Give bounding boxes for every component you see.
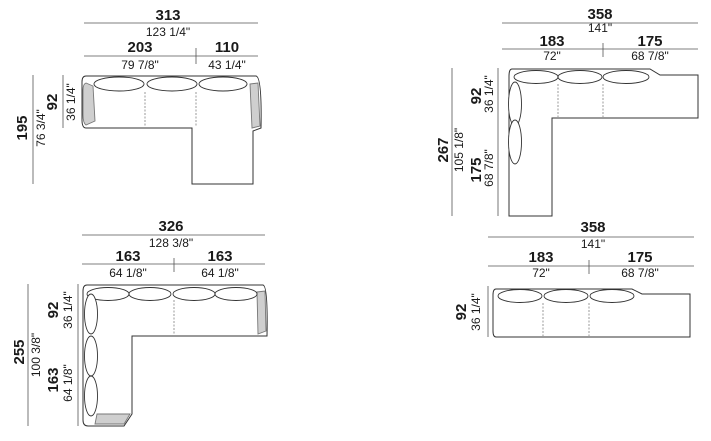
d-back-cushion-1 <box>497 289 543 303</box>
b-side-cushion-1 <box>508 81 522 127</box>
a-sofa-outline <box>81 75 262 185</box>
a-back-cushion-1 <box>93 76 145 92</box>
b-back-cushion-2 <box>557 70 603 84</box>
a-height-in: 76 3/4" <box>34 109 48 147</box>
c-height-in: 100 3/8" <box>29 333 43 377</box>
c-depth-in: 36 1/4" <box>61 291 75 329</box>
a-total-in: 123 1/4" <box>146 25 190 39</box>
a-back-cushion-3 <box>198 76 248 92</box>
b-back-cushion-3 <box>602 70 650 84</box>
b-height-cm: 267 <box>435 137 452 162</box>
c-back-cushion-3 <box>172 287 216 301</box>
b-right-in: 68 7/8" <box>631 49 669 63</box>
d-right-cm: 175 <box>627 249 652 266</box>
a-right-armrest <box>249 82 261 129</box>
c-right-cm: 163 <box>207 248 232 265</box>
d-depth-in: 36 1/4" <box>469 293 483 331</box>
d-left-cm: 183 <box>528 249 553 266</box>
b-total-cm: 358 <box>587 6 612 23</box>
b-sofa-outline <box>508 68 699 217</box>
b-left-in: 72" <box>543 49 561 63</box>
b-back-cushion-1 <box>513 70 559 84</box>
c-side-cushion-1 <box>84 293 98 335</box>
a-total-cm: 313 <box>155 7 180 24</box>
b-right-cm: 175 <box>637 33 662 50</box>
a-right-cm: 110 <box>215 39 239 56</box>
c-side-cushion-2 <box>84 335 98 377</box>
c-left-in: 64 1/8" <box>109 266 147 280</box>
c-left-cm: 163 <box>115 248 140 265</box>
d-back-cushion-2 <box>543 289 589 303</box>
b-depth-cm: 92 <box>468 88 485 105</box>
d-total-cm: 358 <box>580 219 605 236</box>
c-height-cm: 255 <box>11 339 28 364</box>
a-back-cushion-2 <box>146 76 198 92</box>
c-back-cushion-2 <box>128 287 172 301</box>
c-depth-cm: 92 <box>45 302 62 319</box>
b-depth-in: 36 1/4" <box>482 75 496 113</box>
b-left-cm: 183 <box>539 33 564 50</box>
c-lower-in: 64 1/8" <box>61 364 75 402</box>
d-sofa-outline <box>492 288 691 338</box>
d-right-in: 68 7/8" <box>621 266 659 280</box>
d-total-in: 141" <box>581 237 605 251</box>
c-right-in: 64 1/8" <box>201 266 239 280</box>
a-left-armrest <box>82 82 96 126</box>
d-left-in: 72" <box>532 266 550 280</box>
a-height-cm: 195 <box>14 115 31 140</box>
b-side-cushion-2 <box>508 119 522 165</box>
a-left-cm: 203 <box>127 39 152 56</box>
diagram-a: 313 123 1/4" 203 110 79 7/8" 43 1/4" 195… <box>14 7 262 185</box>
diagram-d: 358 141" 183 175 72" 68 7/8" 92 36 1/4" <box>453 219 694 338</box>
c-lower-cm: 163 <box>45 367 62 392</box>
a-depth-cm: 92 <box>44 94 61 111</box>
b-height-in: 105 1/8" <box>452 128 466 172</box>
a-right-in: 43 1/4" <box>208 58 246 72</box>
c-sofa-outline <box>82 284 268 427</box>
c-side-cushion-3 <box>84 375 98 417</box>
d-depth-cm: 92 <box>453 304 470 321</box>
c-right-armrest <box>256 290 267 335</box>
b-lower-cm: 175 <box>468 157 485 182</box>
d-back-cushion-3 <box>589 289 635 303</box>
a-depth-in: 36 1/4" <box>64 83 78 121</box>
c-bottom-armrest <box>94 413 131 425</box>
c-total-in: 128 3/8" <box>149 236 193 250</box>
diagram-b: 358 141" 183 175 72" 68 7/8" 267 105 1/8… <box>435 6 699 217</box>
b-total-in: 141" <box>588 21 612 35</box>
b-lower-in: 68 7/8" <box>482 149 496 187</box>
diagram-c: 326 128 3/8" 163 163 64 1/8" 64 1/8" 255… <box>11 218 268 427</box>
a-left-in: 79 7/8" <box>121 58 159 72</box>
c-back-cushion-4 <box>214 287 258 301</box>
c-total-cm: 326 <box>158 218 183 235</box>
